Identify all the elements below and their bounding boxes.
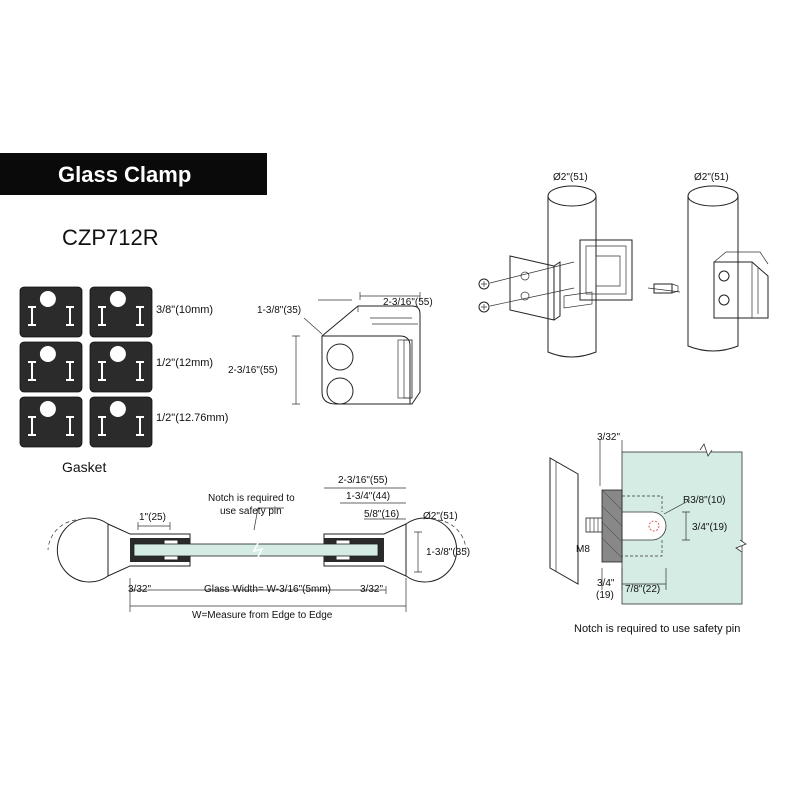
notch-radius-dimension: R3/8"(10)	[683, 495, 725, 506]
title-bar	[0, 153, 267, 195]
offset-a-dimension: 3/4"	[597, 578, 615, 589]
bolt-size-label: M8	[576, 544, 590, 555]
bolt-hole-icon	[718, 270, 730, 282]
gasket-icon	[89, 286, 153, 338]
assembled-install-view: Ø2"(51)	[687, 172, 769, 352]
gasket-size-label: 1/2"(12.76mm)	[156, 412, 228, 424]
model-number: CZP712R	[62, 225, 159, 250]
gap-top-dimension: 3/32"	[597, 432, 620, 443]
inset-dimension: 1"(25)	[139, 512, 166, 523]
width-dimension: 2-3/16"(55)	[383, 297, 433, 308]
detail-view: 3/32" R3/8"(10) 3/4"(19) M8 3/4" (19) 7/…	[549, 432, 747, 635]
pipe-diameter-label: Ø2"(51)	[694, 172, 729, 183]
gasket-size-label: 1/2"(12mm)	[156, 357, 213, 369]
page-title: Glass Clamp	[58, 162, 191, 187]
width-small-dimension: 5/8"(16)	[364, 509, 399, 520]
width-mid-dimension: 1-3/4"(44)	[346, 491, 390, 502]
gasket-icon	[89, 396, 153, 448]
measure-note: W=Measure from Edge to Edge	[192, 610, 333, 621]
offset-a-mm: (19)	[596, 590, 614, 601]
clamp-height-dimension: 1-3/8"(35)	[426, 547, 470, 558]
depth-dimension: 1-3/8"(35)	[257, 305, 301, 316]
screw-icon	[653, 283, 679, 294]
header: Glass Clamp CZP712R	[0, 153, 267, 250]
safety-pin-note: Notch is required to use safety pin	[574, 623, 740, 635]
notch-note: Notch is required to	[208, 493, 295, 504]
bolt-hole-icon	[326, 343, 354, 371]
notch-height-dimension: 3/4"(19)	[692, 522, 727, 533]
gap-right-dimension: 3/32"	[360, 584, 383, 595]
post-diameter-label: Ø2"(51)	[423, 511, 458, 522]
gasket-tiles	[19, 286, 153, 448]
height-dimension: 2-3/16"(55)	[228, 365, 278, 376]
pipe-diameter-label: Ø2"(51)	[553, 172, 588, 183]
screw-icon	[478, 301, 490, 313]
width-top-dimension: 2-3/16"(55)	[338, 475, 388, 486]
gasket-icon	[89, 341, 153, 393]
glass-width-formula: Glass Width= W-3/16"(5mm)	[204, 584, 331, 595]
plan-view: 1"(25) Notch is required to use safety p…	[47, 475, 470, 621]
notch-note: use safety pin	[220, 506, 282, 517]
gasket-icon	[19, 286, 83, 338]
gasket-size-label: 3/8"(10mm)	[156, 304, 213, 316]
gap-left-dimension: 3/32"	[128, 584, 151, 595]
gasket-group: 3/8"(10mm) 1/2"(12mm) 1/2"(12.76mm) Gask…	[19, 286, 228, 475]
gasket-label: Gasket	[62, 459, 106, 475]
bolt-hole-icon	[718, 294, 730, 306]
bolt-hole-icon	[326, 377, 354, 405]
gasket-icon	[19, 396, 83, 448]
clamp-front-view: 1-3/8"(35) 2-3/16"(55) 2-3/16"(55)	[228, 292, 433, 405]
exploded-install-view: Ø2"(51)	[478, 172, 681, 358]
offset-b-dimension: 7/8"(22)	[625, 584, 660, 595]
screw-icon	[478, 278, 490, 290]
gasket-icon	[19, 341, 83, 393]
